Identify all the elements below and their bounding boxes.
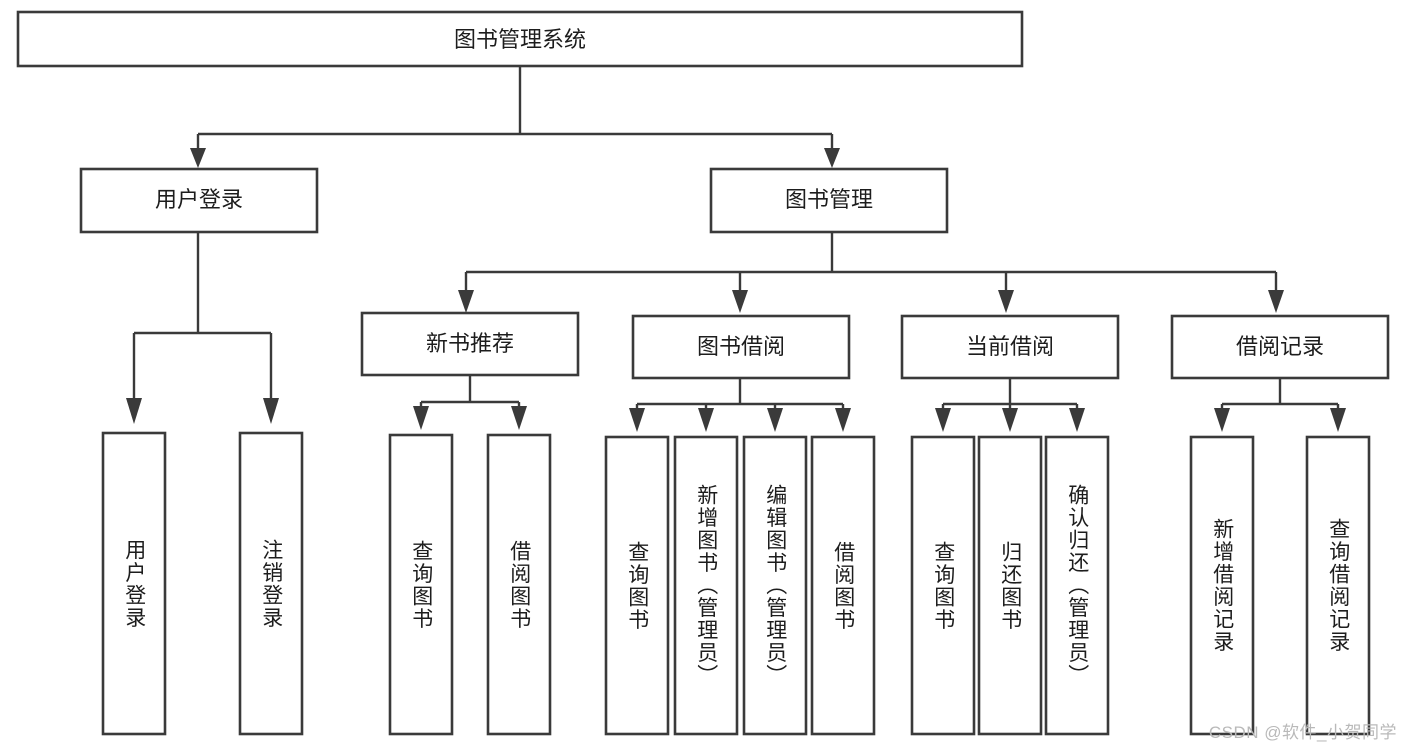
node-new-book-recommend-label: 新书推荐 [426,331,514,356]
node-book-borrow[interactable]: 图书借阅 [631,314,851,380]
node-book-borrow-label: 图书借阅 [697,334,785,359]
node-new-book-recommend-box[interactable] [360,311,580,377]
leaf-box-book-borrow-2[interactable] [673,435,739,736]
leaf-label-borrow-record-1: 新增借阅记录 [1210,518,1234,653]
arrow-leaf-book-borrow-4 [835,408,851,432]
node-book-management[interactable]: 图书管理 [709,167,949,234]
leaf-current-borrow-3[interactable]: 确认归还（管理员） [1046,437,1108,734]
node-user-login-label: 用户登录 [155,187,243,212]
leaf-borrow-record-2[interactable]: 查询借阅记录 [1307,437,1369,734]
arrow-leaf-current-borrow-3 [1069,408,1085,432]
leaf-user-login-2[interactable]: 注销登录 [240,433,302,734]
leaf-user-login-1[interactable]: 用户登录 [103,433,165,734]
node-borrow-record-label: 借阅记录 [1236,334,1324,359]
leaf-label-current-borrow-1: 查询图书 [931,540,955,631]
leaf-label-book-borrow-1: 查询图书 [625,540,649,631]
leaf-box-borrow-record-1[interactable] [1189,435,1255,736]
arrow-leaf-new-book-1 [413,406,429,430]
leaf-borrow-record-1[interactable]: 新增借阅记录 [1191,437,1253,734]
leaf-book-borrow-2[interactable]: 新增图书（管理员） [675,437,737,734]
leaf-box-new-book-1[interactable] [388,433,454,736]
node-book-borrow-box[interactable] [631,314,851,380]
leaf-box-user-login-1[interactable] [101,431,167,736]
node-borrow-record[interactable]: 借阅记录 [1170,314,1390,380]
leaf-box-current-borrow-1[interactable] [910,435,976,736]
node-current-borrow-label: 当前借阅 [966,334,1054,359]
arrow-leaf-new-book-2 [511,406,527,430]
leaf-label-book-borrow-4: 借阅图书 [831,540,855,631]
arrow-leaf-user-login-2 [263,398,279,424]
node-borrow-record-box[interactable] [1170,314,1390,380]
node-root-box[interactable] [16,10,1024,68]
arrow-borrow-record [1268,290,1284,313]
arrow-leaf-current-borrow-2 [1002,408,1018,432]
arrow-book-borrow [732,290,748,313]
node-book-management-box[interactable] [709,167,949,234]
node-book-management-label: 图书管理 [785,187,873,212]
leaf-book-borrow-4[interactable]: 借阅图书 [812,437,874,734]
leaf-box-layer [101,431,1371,736]
arrow-current-borrow [998,290,1014,313]
leaf-current-borrow-1[interactable]: 查询图书 [912,437,974,734]
leaf-label-user-login-2: 注销登录 [259,538,283,629]
leaf-box-current-borrow-2[interactable] [977,435,1043,736]
leaf-box-borrow-record-2[interactable] [1305,435,1371,736]
leaf-box-book-borrow-3[interactable] [742,435,808,736]
arrow-user-login [190,148,206,168]
connector-layer [126,66,1346,432]
leaf-current-borrow-2[interactable]: 归还图书 [979,437,1041,734]
node-root[interactable]: 图书管理系统 [16,10,1024,68]
leaf-label-book-borrow-3: 编辑图书（管理员） [763,484,787,687]
leaf-book-borrow-1[interactable]: 查询图书 [606,437,668,734]
arrow-leaf-user-login-1 [126,398,142,424]
leaf-box-user-login-2[interactable] [238,431,304,736]
leaf-box-current-borrow-3[interactable] [1044,435,1110,736]
node-user-login-box[interactable] [79,167,319,234]
leaf-label-book-borrow-2: 新增图书（管理员） [694,484,718,687]
leaf-box-book-borrow-1[interactable] [604,435,670,736]
arrow-book-mgmt [824,148,840,168]
node-current-borrow[interactable]: 当前借阅 [900,314,1120,380]
arrow-leaf-borrow-record-1 [1214,408,1230,432]
node-root-label: 图书管理系统 [454,27,586,52]
node-new-book-recommend[interactable]: 新书推荐 [360,311,580,377]
leaf-label-new-book-1: 查询图书 [409,539,433,630]
leaf-label-current-borrow-2: 归还图书 [998,540,1022,631]
leaf-label-borrow-record-2: 查询借阅记录 [1326,518,1350,653]
leaf-new-book-1[interactable]: 查询图书 [390,435,452,734]
arrow-leaf-book-borrow-2 [698,408,714,432]
arrow-leaf-book-borrow-3 [767,408,783,432]
leaf-label-new-book-2: 借阅图书 [507,539,531,630]
arrow-leaf-current-borrow-1 [935,408,951,432]
arrow-new-book [458,290,474,313]
leaf-label-current-borrow-3: 确认归还（管理员） [1065,484,1089,687]
node-current-borrow-box[interactable] [900,314,1120,380]
node-user-login[interactable]: 用户登录 [79,167,319,234]
arrow-leaf-book-borrow-1 [629,408,645,432]
leaf-box-book-borrow-4[interactable] [810,435,876,736]
leaf-book-borrow-3[interactable]: 编辑图书（管理员） [744,437,806,734]
leaf-label-user-login-1: 用户登录 [122,538,146,629]
leaf-box-new-book-2[interactable] [486,433,552,736]
leaf-new-book-2[interactable]: 借阅图书 [488,435,550,734]
arrow-leaf-borrow-record-2 [1330,408,1346,432]
